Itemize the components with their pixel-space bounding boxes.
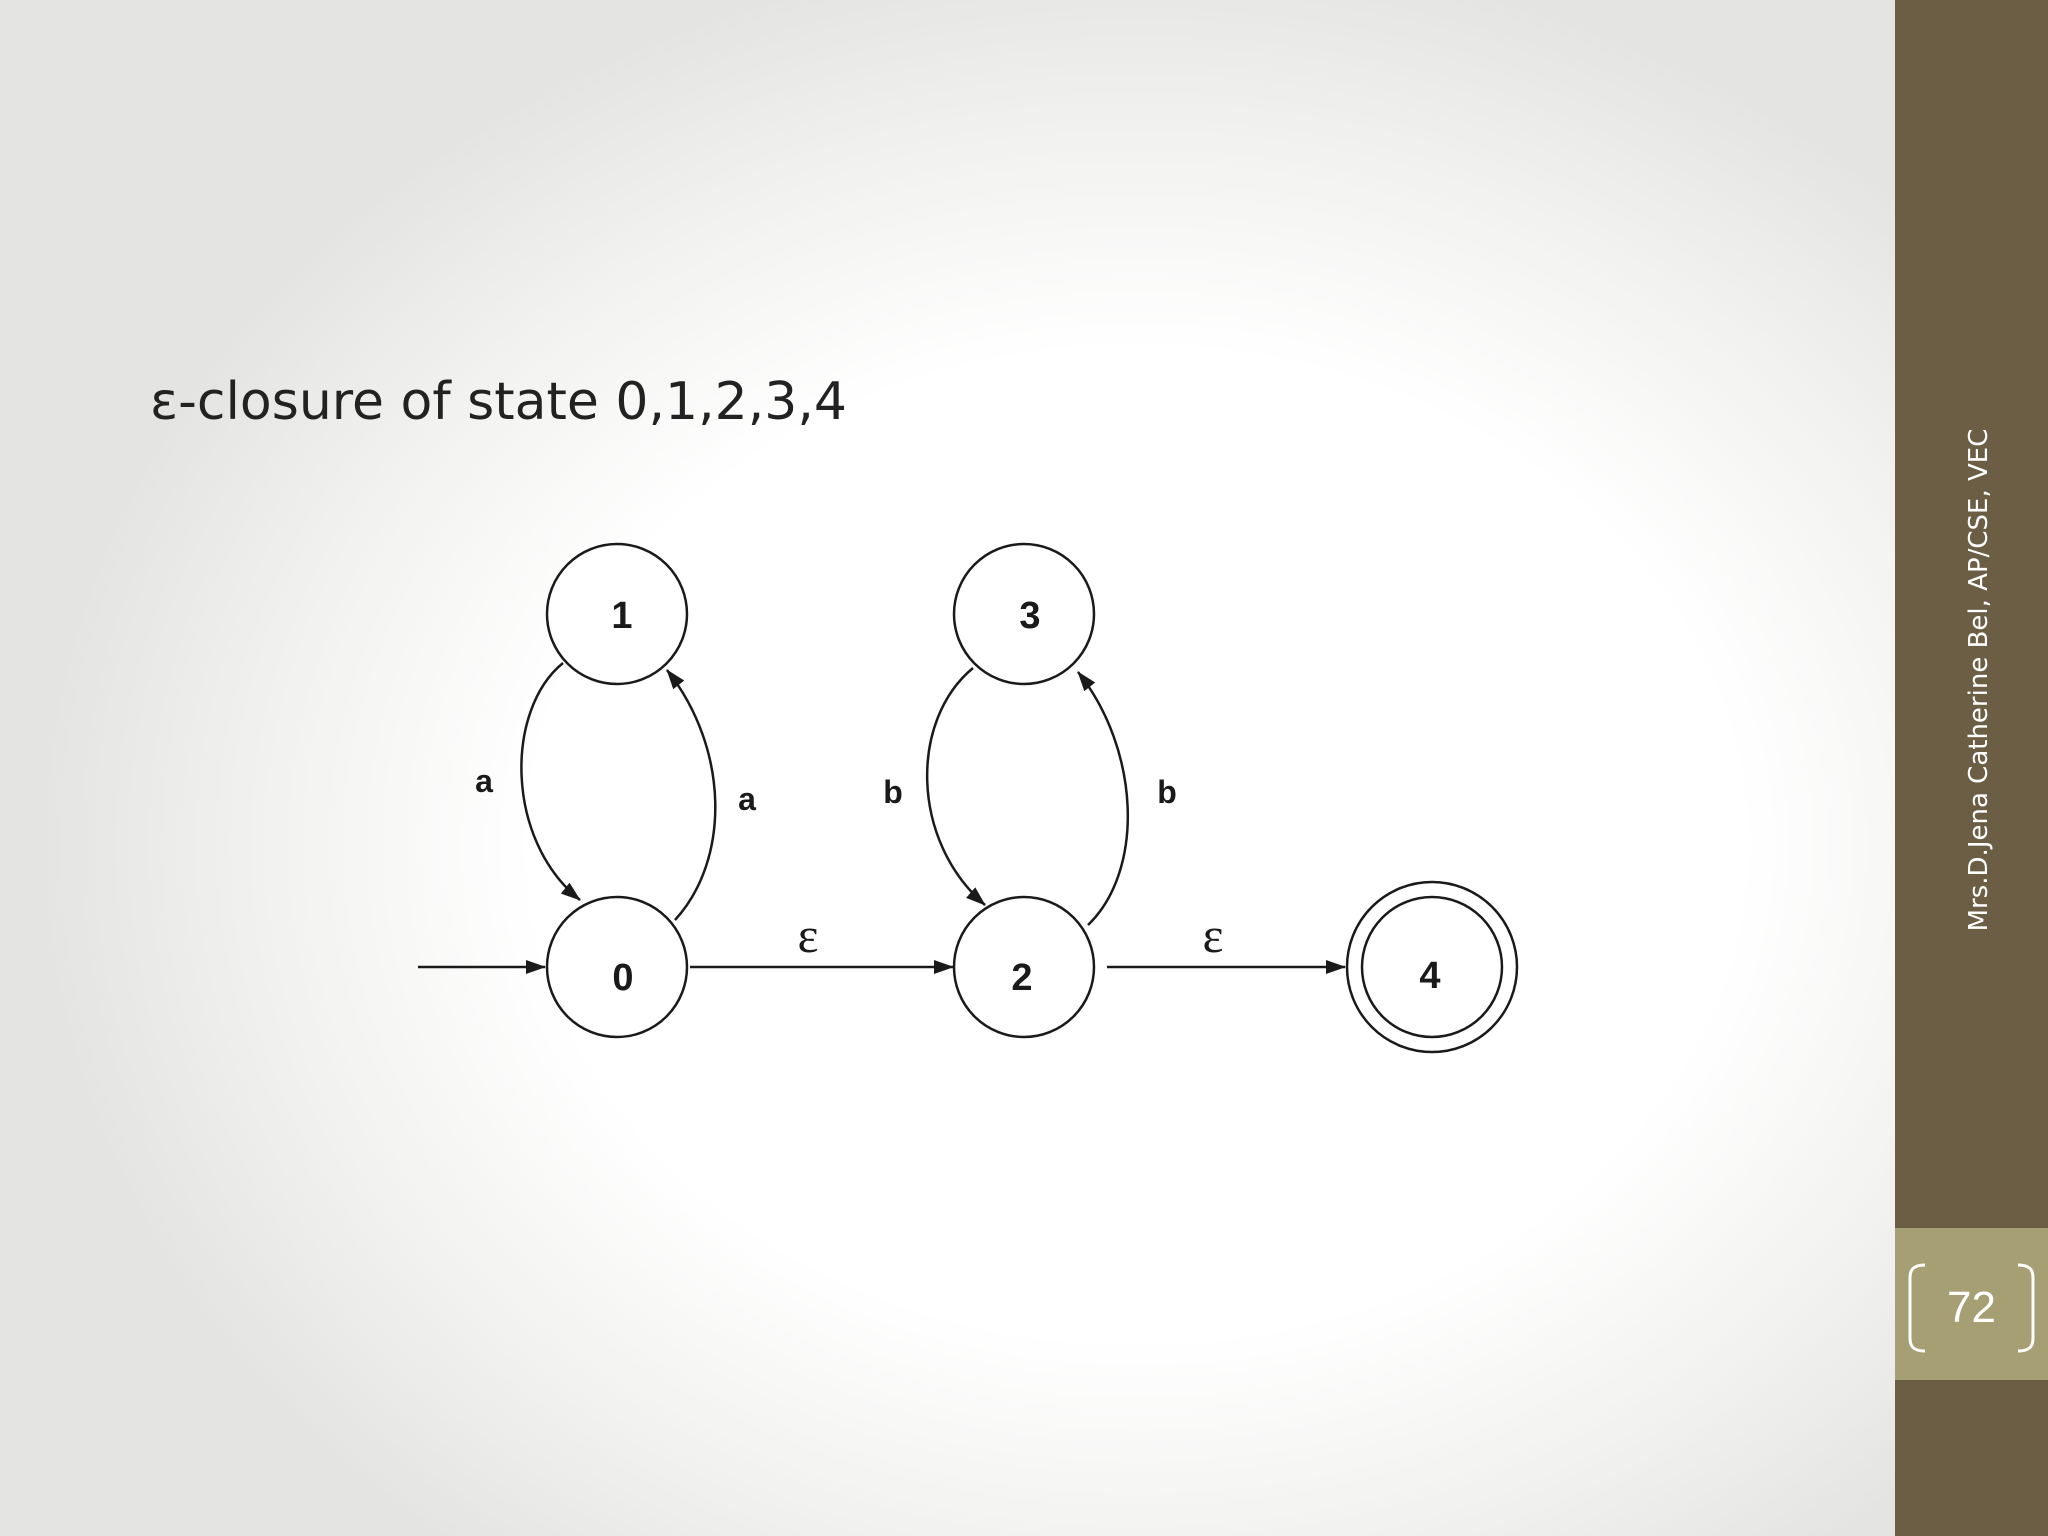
nfa-diagram: 1 3 0 2 4 a a b b ε ε xyxy=(418,542,1519,1054)
page-number-block xyxy=(1895,1228,2048,1380)
page-number: 72 xyxy=(1947,1283,1996,1332)
slide-heading: ε-closure of state 0,1,2,3,4 xyxy=(150,372,847,432)
author-credit: Mrs.D.Jena Catherine Bel, AP/CSE, VEC xyxy=(1964,428,1994,932)
edge-1-0 xyxy=(520,662,581,901)
page-bracket-left xyxy=(1908,1263,1926,1353)
state-2 xyxy=(952,895,1096,1039)
state-3 xyxy=(952,542,1096,686)
state-0 xyxy=(545,895,689,1039)
edge-label-2-3: b xyxy=(1157,774,1177,810)
edge-label-0-2: ε xyxy=(798,907,819,963)
page-bracket-right xyxy=(2017,1263,2035,1353)
state-label-1: 1 xyxy=(611,595,632,637)
state-label-3: 3 xyxy=(1019,595,1040,637)
state-4-inner xyxy=(1360,895,1504,1039)
slide-canvas xyxy=(0,0,1895,1536)
edge-0-1 xyxy=(666,669,717,921)
state-label-0: 0 xyxy=(612,957,633,999)
state-label-2: 2 xyxy=(1011,957,1032,999)
edge-label-2-4: ε xyxy=(1203,907,1224,963)
state-1 xyxy=(545,542,689,686)
edge-label-3-2: b xyxy=(883,774,903,810)
edge-3-2 xyxy=(926,667,986,906)
edge-2-3 xyxy=(1077,671,1129,926)
edge-label-0-1: a xyxy=(738,781,756,817)
edge-label-1-0: a xyxy=(475,763,493,799)
state-label-4: 4 xyxy=(1419,955,1440,997)
